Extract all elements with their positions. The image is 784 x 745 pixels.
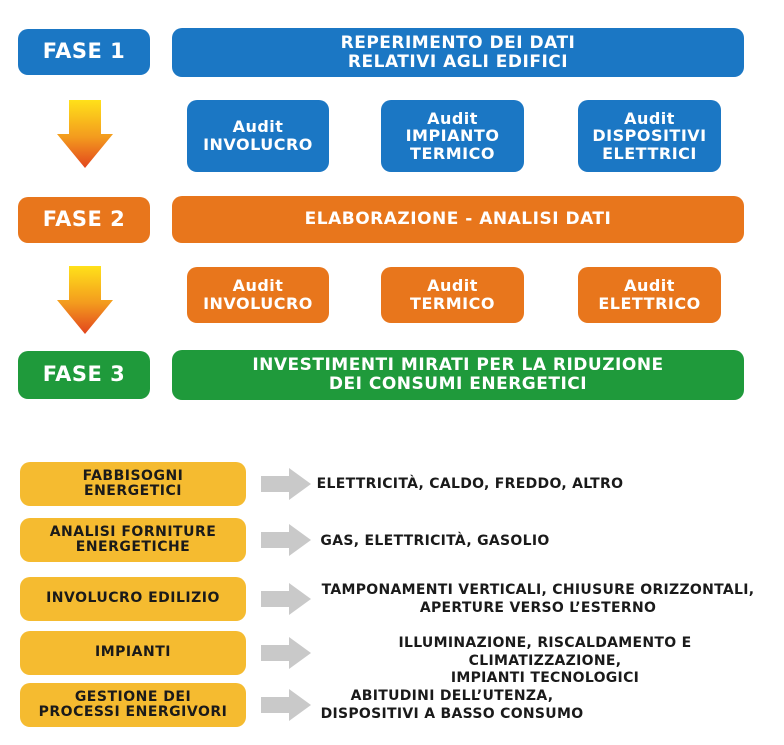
right-arrow-icon: [261, 637, 311, 669]
down-arrow-icon: [57, 100, 113, 168]
down-arrow-icon: [57, 266, 113, 334]
item-label-fabbisogni: FABBISOGNI ENERGETICI: [20, 462, 246, 506]
fase2-label: FASE 2: [18, 197, 150, 243]
right-arrow-icon: [261, 689, 311, 721]
audit-dispositivi-elettrici: Audit DISPOSITIVI ELETTRICI: [578, 100, 721, 172]
fase1-label: FASE 1: [18, 29, 150, 75]
audit-termico: Audit TERMICO: [381, 267, 524, 323]
item-label-gestione: GESTIONE DEI PROCESSI ENERGIVORI: [20, 683, 246, 727]
item-desc-forniture: GAS, ELETTRICITÀ, GASOLIO: [320, 533, 550, 549]
fase2-bar: ELABORAZIONE - ANALISI DATI: [172, 196, 744, 243]
right-arrow-icon: [261, 583, 311, 615]
audit-impianto-termico: Audit IMPIANTO TERMICO: [381, 100, 524, 172]
audit-elettrico: Audit ELETTRICO: [578, 267, 721, 323]
right-arrow-icon: [261, 524, 311, 556]
audit-involucro-2: Audit INVOLUCRO: [187, 267, 329, 323]
fase3-label: FASE 3: [18, 351, 150, 399]
fase1-bar: REPERIMENTO DEI DATI RELATIVI AGLI EDIFI…: [172, 28, 744, 77]
item-label-involucro: INVOLUCRO EDILIZIO: [20, 577, 246, 621]
item-label-impianti: IMPIANTI: [20, 631, 246, 675]
item-desc-gestione: ABITUDINI DELL’UTENZA, DISPOSITIVI A BAS…: [320, 688, 584, 722]
item-desc-impianti: ILLUMINAZIONE, RISCALDAMENTO E CLIMATIZZ…: [398, 635, 692, 686]
item-desc-fabbisogni: ELETTRICITÀ, CALDO, FREDDO, ALTRO: [316, 476, 624, 492]
item-desc-involucro: TAMPONAMENTI VERTICALI, CHIUSURE ORIZZON…: [321, 582, 755, 616]
audit-involucro-1: Audit INVOLUCRO: [187, 100, 329, 172]
fase3-bar: INVESTIMENTI MIRATI PER LA RIDUZIONE DEI…: [172, 350, 744, 400]
right-arrow-icon: [261, 468, 311, 500]
item-label-forniture: ANALISI FORNITURE ENERGETICHE: [20, 518, 246, 562]
